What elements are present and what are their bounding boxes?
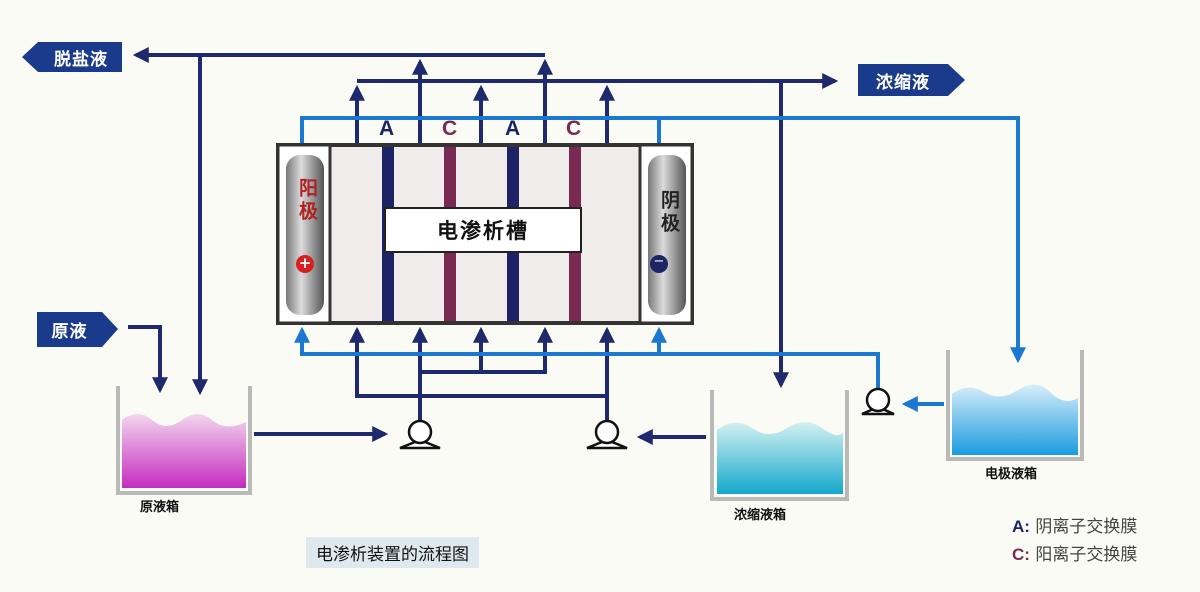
pump-icon [399,419,441,450]
pump-icon [861,387,895,416]
cathode-label: 阴极 [658,190,680,236]
electrode-tank-label: 电极液箱 [985,467,1038,482]
desalted-tag-shape [22,42,122,72]
concentrate-liquid-tag: 浓缩液 [876,72,930,93]
diagram-caption: 电渗析装置的流程图 [306,537,479,568]
concentrate-tank-label: 浓缩液箱 [734,508,787,523]
minus-icon: − [653,254,665,269]
concentrate-tank [710,390,849,501]
legend-key: C: [1012,545,1030,564]
electrode-pipes [294,116,1026,412]
anode-cylinder [286,155,324,315]
legend-text: 阴离子交换膜 [1035,517,1138,537]
minus-icon-bg [650,255,668,273]
cell-title: 电渗析槽 [384,207,582,253]
membrane-label-a-2: A [505,117,521,140]
legend-item-cation: C: 阳离子交换膜 [1012,540,1137,565]
membrane-label-a-1: A [379,117,395,140]
plus-icon-bg [296,255,314,273]
membrane-label-c-1: C [442,117,458,140]
pump-icon [586,419,628,450]
plus-icon: + [298,254,312,272]
desalted-liquid-tag: 脱盐液 [54,49,108,70]
raw-tank [116,386,252,495]
anode-label: 阳极 [296,178,318,224]
raw-tag-shape [37,312,118,347]
raw-liquid-tag: 原液 [51,322,88,342]
cathode-cylinder [648,155,686,315]
electrode-tank [946,350,1084,461]
legend-text: 阳离子交换膜 [1035,545,1138,565]
membrane-label-c-2: C [566,117,582,140]
raw-tank-label: 原液箱 [140,500,180,515]
legend-item-anion: A: 阴离子交换膜 [1012,512,1137,537]
legend-key: A: [1012,517,1030,536]
concentrate-tag-shape [858,64,965,96]
